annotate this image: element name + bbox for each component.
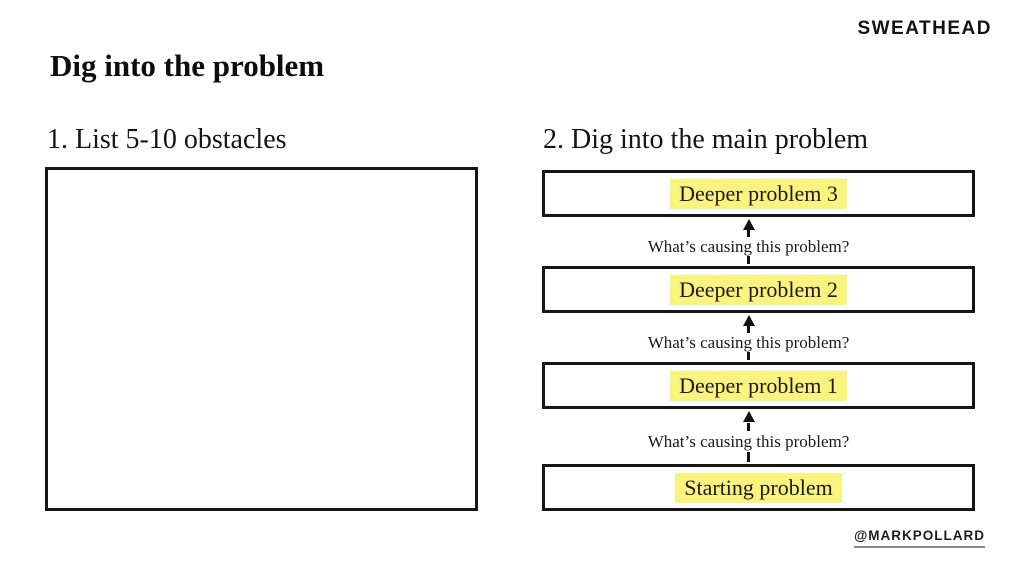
problem-box-deeper-1: Deeper problem 1 (542, 362, 975, 409)
left-section-heading: 1. List 5-10 obstacles (47, 124, 287, 155)
connector-1: What’s causing this problem? (532, 410, 965, 463)
dashed-line (747, 255, 750, 264)
problem-box-starting: Starting problem (542, 464, 975, 511)
arrow-shaft (747, 423, 750, 431)
arrow-shaft (747, 326, 750, 333)
problem-label-highlight: Deeper problem 2 (670, 274, 847, 305)
connector-3: What’s causing this problem? (532, 218, 965, 265)
arrow-up-icon (742, 315, 755, 326)
brand-logo: SWEATHEAD (857, 18, 992, 39)
connector-2: What’s causing this problem? (532, 314, 965, 361)
arrow-up-icon (742, 411, 755, 422)
problem-box-deeper-2: Deeper problem 2 (542, 266, 975, 313)
connector-question: What’s causing this problem? (647, 236, 850, 256)
connector-question: What’s causing this problem? (647, 432, 850, 451)
arrow-up-icon (742, 219, 755, 230)
problem-label-highlight: Deeper problem 3 (670, 178, 847, 209)
problem-box-deeper-3: Deeper problem 3 (542, 170, 975, 217)
obstacles-empty-box (45, 167, 478, 511)
problem-label-highlight: Starting problem (675, 472, 842, 503)
dashed-line (747, 452, 750, 462)
arrow-shaft (747, 230, 750, 237)
right-section-heading: 2. Dig into the main problem (543, 124, 869, 155)
dashed-line (747, 351, 750, 360)
problem-label-highlight: Deeper problem 1 (670, 370, 847, 401)
credit-handle: @MARKPOLLARD (854, 528, 985, 548)
connector-question: What’s causing this problem? (647, 332, 850, 352)
page-title: Dig into the problem (50, 48, 325, 83)
